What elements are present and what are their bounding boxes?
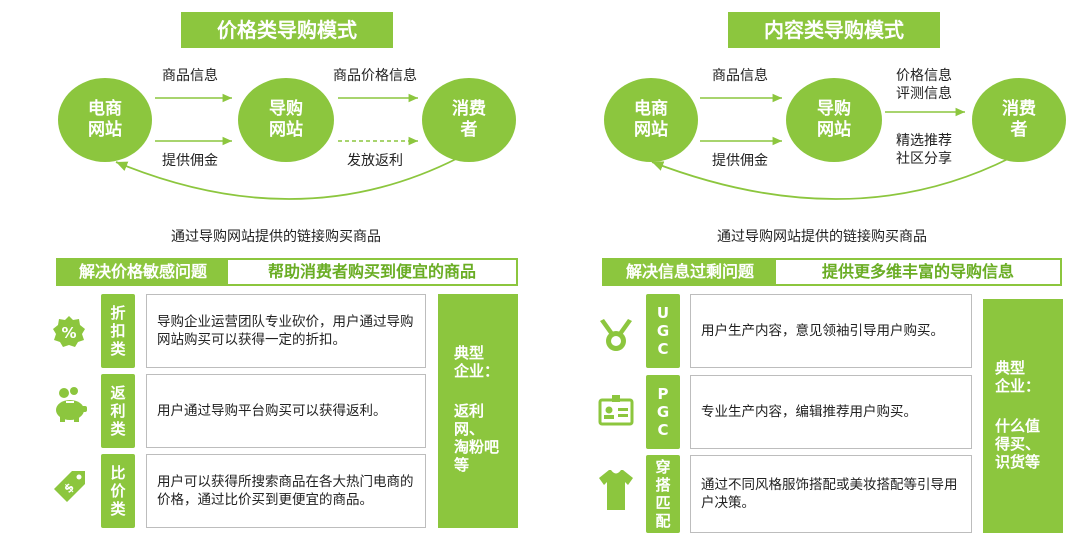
right-label-top-left: 商品信息 — [712, 68, 768, 84]
left-desc-price-compare: 用户可以获得所搜索商品在各大热门电商的价格，通过比价买到更便宜的商品。 — [146, 454, 426, 528]
left-node-consumer: 消费 者 — [422, 78, 516, 162]
left-desc-rebate: 用户通过导购平台购买可以获得返利。 — [146, 374, 426, 448]
left-side-companies: 返利 网、 淘粉吧 等 — [454, 402, 500, 474]
right-label-bottom-left: 提供佣金 — [712, 153, 768, 169]
right-desc-outfit: 通过不同风格服饰搭配或美妆搭配等引导用户决策。 — [690, 455, 972, 533]
right-bottom-caption: 通过导购网站提供的链接购买商品 — [717, 229, 927, 245]
left-node-ecommerce-label: 电商 网站 — [88, 99, 122, 140]
price-tag-icon: $ — [52, 468, 88, 508]
left-banner-solution: 帮助消费者购买到便宜的商品 — [267, 262, 476, 281]
left-desc-discount: 导购企业运营团队专业砍价，用户通过导购网站购买可以获得一定的折扣。 — [146, 294, 426, 368]
left-tag-discount-label: 折 扣 类 — [110, 304, 126, 358]
right-side-heading: 典型 企业： — [995, 359, 1041, 395]
left-node-consumer-label: 消费 者 — [452, 99, 486, 140]
right-tag-ugc-label: U G C — [656, 304, 670, 358]
left-tag-price-compare-label: 比 价 类 — [110, 464, 126, 518]
right-node-shopping-guide-label: 导购 网站 — [817, 99, 851, 140]
right-node-ecommerce: 电商 网站 — [604, 78, 698, 162]
left-tag-discount: 折 扣 类 — [101, 294, 135, 368]
right-tag-outfit-label: 穿 搭 匹 配 — [655, 458, 671, 530]
right-node-consumer-label: 消费 者 — [1002, 99, 1036, 140]
right-desc-pgc-text: 专业生产内容，编辑推荐用户购买。 — [701, 404, 917, 420]
right-banner-solution: 提供更多维丰富的导购信息 — [821, 262, 1014, 281]
left-desc-discount-text: 导购企业运营团队专业砍价，用户通过导购网站购买可以获得一定的折扣。 — [157, 314, 414, 348]
right-desc-ugc: 用户生产内容，意见领袖引导用户购买。 — [690, 294, 972, 368]
right-tag-outfit: 穿 搭 匹 配 — [646, 455, 680, 533]
right-tag-ugc: U G C — [646, 294, 680, 368]
left-tag-rebate-label: 返 利 类 — [110, 384, 126, 438]
right-banner: 解决信息过剩问题 提供更多维丰富的导购信息 — [602, 258, 1062, 286]
right-side-panel: 典型 企业： 什么值 得买、 识货等 — [983, 299, 1063, 533]
left-banner-problem: 解决价格敏感问题 — [58, 260, 228, 284]
left-desc-price-compare-text: 用户可以获得所搜索商品在各大热门电商的价格，通过比价买到更便宜的商品。 — [157, 474, 414, 508]
right-node-ecommerce-label: 电商 网站 — [634, 99, 668, 140]
right-side-companies: 什么值 得买、 识货等 — [995, 417, 1041, 471]
left-desc-rebate-text: 用户通过导购平台购买可以获得返利。 — [157, 403, 387, 419]
left-label-bottom-left: 提供佣金 — [162, 153, 218, 169]
left-banner: 解决价格敏感问题 帮助消费者购买到便宜的商品 — [56, 258, 518, 286]
medal-icon — [598, 317, 634, 357]
right-banner-problem: 解决信息过剩问题 — [604, 260, 776, 284]
right-label-top-right: 价格信息 评测信息 — [896, 68, 952, 102]
left-node-ecommerce: 电商 网站 — [58, 78, 152, 162]
right-tag-pgc: P G C — [646, 375, 680, 449]
right-node-shopping-guide: 导购 网站 — [786, 78, 882, 162]
clothing-icon — [597, 468, 635, 516]
left-tag-price-compare: 比 价 类 — [101, 454, 135, 528]
percent-badge-icon: % — [52, 315, 86, 353]
left-title: 价格类导购模式 — [181, 12, 393, 48]
left-bottom-caption: 通过导购网站提供的链接购买商品 — [171, 229, 381, 245]
left-label-top-right: 商品价格信息 — [333, 68, 417, 84]
id-card-icon — [598, 394, 634, 430]
svg-text:%: % — [61, 324, 76, 342]
right-desc-ugc-text: 用户生产内容，意见领袖引导用户购买。 — [701, 323, 944, 339]
right-label-bottom-right: 精选推荐 社区分享 — [896, 133, 952, 167]
left-return-curve — [115, 157, 459, 200]
left-label-bottom-right: 发放返利 — [347, 153, 403, 169]
left-label-top-left: 商品信息 — [162, 68, 218, 84]
right-desc-pgc: 专业生产内容，编辑推荐用户购买。 — [690, 375, 972, 449]
right-node-consumer: 消费 者 — [972, 78, 1066, 162]
right-desc-outfit-text: 通过不同风格服饰搭配或美妆搭配等引导用户决策。 — [701, 477, 958, 511]
left-node-shopping-guide: 导购 网站 — [238, 78, 334, 162]
right-tag-pgc-label: P G C — [656, 385, 670, 439]
left-tag-rebate: 返 利 类 — [101, 374, 135, 448]
right-return-curve — [651, 157, 1011, 200]
piggy-bank-icon — [50, 384, 90, 428]
left-node-shopping-guide-label: 导购 网站 — [269, 99, 303, 140]
left-side-panel: 典型 企业： 返利 网、 淘粉吧 等 — [438, 294, 518, 528]
right-title: 内容类导购模式 — [728, 12, 940, 48]
left-side-heading: 典型 企业： — [454, 344, 500, 380]
